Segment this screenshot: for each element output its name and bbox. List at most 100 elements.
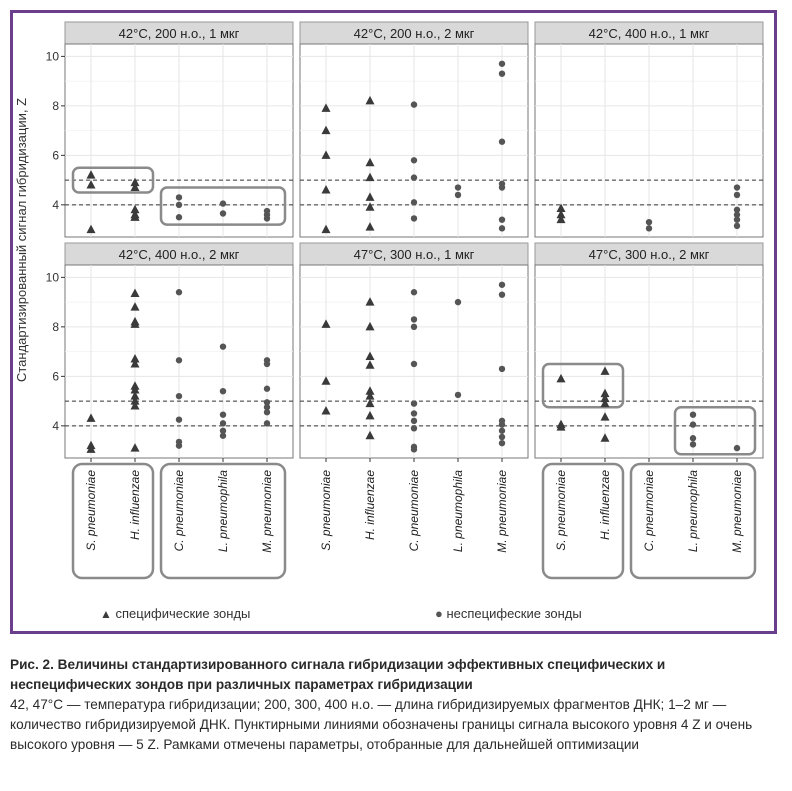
data-point-specific [86, 444, 96, 453]
caption-body: 42, 47°C — температура гибридизации; 200… [10, 697, 753, 752]
data-point-specific [321, 224, 331, 234]
x-tick-label: S. pneumoniae [554, 470, 568, 551]
data-point-nonspecific [645, 218, 653, 226]
data-point-specific [365, 430, 375, 440]
facet-panel: 47°C, 300 н.о., 2 мкг [534, 242, 764, 459]
label-selection-box [541, 462, 625, 580]
data-point-specific [556, 209, 566, 219]
data-point-nonspecific [175, 194, 183, 201]
x-tick-label: L. pneumophila [451, 470, 465, 552]
data-point-specific [556, 214, 566, 224]
facet-panel: 42°C, 200 н.о., 2 мкг [299, 21, 529, 238]
y-tick-label: 10 [46, 270, 60, 284]
label-selection-box [629, 462, 757, 580]
data-point-nonspecific [175, 442, 183, 449]
data-point-nonspecific [733, 184, 741, 191]
data-point-nonspecific [263, 215, 271, 222]
data-point-nonspecific [410, 174, 418, 181]
data-point-nonspecific [410, 199, 418, 206]
legend-specific: ▲ специфические зонды [100, 606, 250, 621]
data-point-nonspecific [454, 184, 462, 191]
data-point-nonspecific [175, 416, 183, 423]
data-point-nonspecific [219, 387, 227, 395]
data-point-nonspecific [410, 400, 418, 407]
data-point-nonspecific [410, 425, 418, 432]
data-point-nonspecific [498, 225, 506, 232]
figure-caption: Рис. 2. Величины стандартизированного си… [10, 655, 780, 755]
data-point-specific [130, 182, 140, 192]
data-point-nonspecific [175, 214, 183, 221]
x-tick-label: C. pneumoniae [407, 470, 421, 552]
data-point-nonspecific [410, 410, 418, 417]
data-point-specific [321, 103, 331, 112]
data-point-specific [365, 321, 375, 331]
data-point-specific [365, 391, 375, 400]
data-point-specific [130, 396, 140, 405]
data-point-specific [86, 224, 96, 234]
data-point-nonspecific [263, 385, 271, 392]
selection-box [159, 186, 287, 226]
data-point-nonspecific [410, 157, 418, 164]
legend-specific-label: специфические зонды [115, 606, 251, 621]
data-point-specific [556, 373, 566, 383]
data-point-specific [130, 391, 140, 400]
data-point-nonspecific [733, 216, 741, 223]
x-tick-label: L. pneumophila [216, 470, 230, 552]
data-point-nonspecific [498, 365, 506, 373]
data-point-specific [600, 388, 610, 398]
data-point-specific [365, 386, 375, 395]
data-point-specific [365, 360, 375, 369]
data-point-specific [86, 180, 96, 189]
y-tick-label: 6 [52, 148, 59, 162]
data-point-nonspecific [454, 298, 462, 306]
data-point-specific [600, 433, 610, 442]
x-tick-label: H. influenzae [363, 470, 377, 540]
x-tick-label: L. pneumophila [686, 470, 700, 552]
data-point-nonspecific [498, 281, 506, 288]
data-point-specific [130, 358, 140, 368]
data-point-nonspecific [175, 289, 183, 296]
data-point-specific [556, 203, 566, 213]
data-point-specific [130, 204, 140, 214]
facet-title: 47°C, 300 н.о., 1 мкг [354, 247, 475, 262]
x-tick-label: S. pneumoniae [319, 470, 333, 551]
data-point-nonspecific [219, 343, 227, 350]
data-point-nonspecific [410, 360, 418, 368]
data-point-nonspecific [733, 222, 741, 230]
data-point-specific [130, 302, 140, 311]
data-point-specific [556, 422, 566, 431]
y-tick-label: 10 [46, 49, 60, 63]
data-point-specific [130, 319, 140, 328]
data-point-specific [321, 319, 331, 328]
data-point-specific [600, 412, 610, 421]
label-selection-box [159, 462, 287, 580]
data-point-nonspecific [498, 70, 506, 77]
data-point-nonspecific [263, 409, 271, 416]
data-point-nonspecific [733, 206, 741, 213]
data-point-nonspecific [733, 191, 741, 199]
data-point-nonspecific [219, 411, 227, 418]
x-tick-label: M. pneumoniae [730, 470, 744, 553]
facet-title: 42°C, 400 н.о., 1 мкг [589, 26, 710, 41]
data-point-specific [600, 366, 610, 375]
facet-panel: 42°C, 400 н.о., 1 мкг [534, 21, 764, 238]
figure-frame [10, 10, 777, 634]
data-point-nonspecific [689, 411, 697, 418]
data-point-nonspecific [410, 417, 418, 425]
data-point-specific [321, 184, 331, 194]
data-point-nonspecific [498, 60, 506, 67]
data-point-specific [130, 401, 140, 410]
data-point-nonspecific [498, 291, 506, 298]
caption-title: Рис. 2. Величины стандартизированного си… [10, 657, 666, 692]
data-point-specific [86, 413, 96, 422]
data-point-specific [130, 177, 140, 187]
data-point-nonspecific [219, 427, 227, 434]
data-point-nonspecific [689, 435, 697, 442]
data-point-specific [130, 212, 140, 221]
data-point-specific [365, 410, 375, 420]
data-point-nonspecific [219, 420, 227, 427]
data-point-nonspecific [645, 225, 653, 232]
y-tick-label: 6 [52, 369, 59, 383]
